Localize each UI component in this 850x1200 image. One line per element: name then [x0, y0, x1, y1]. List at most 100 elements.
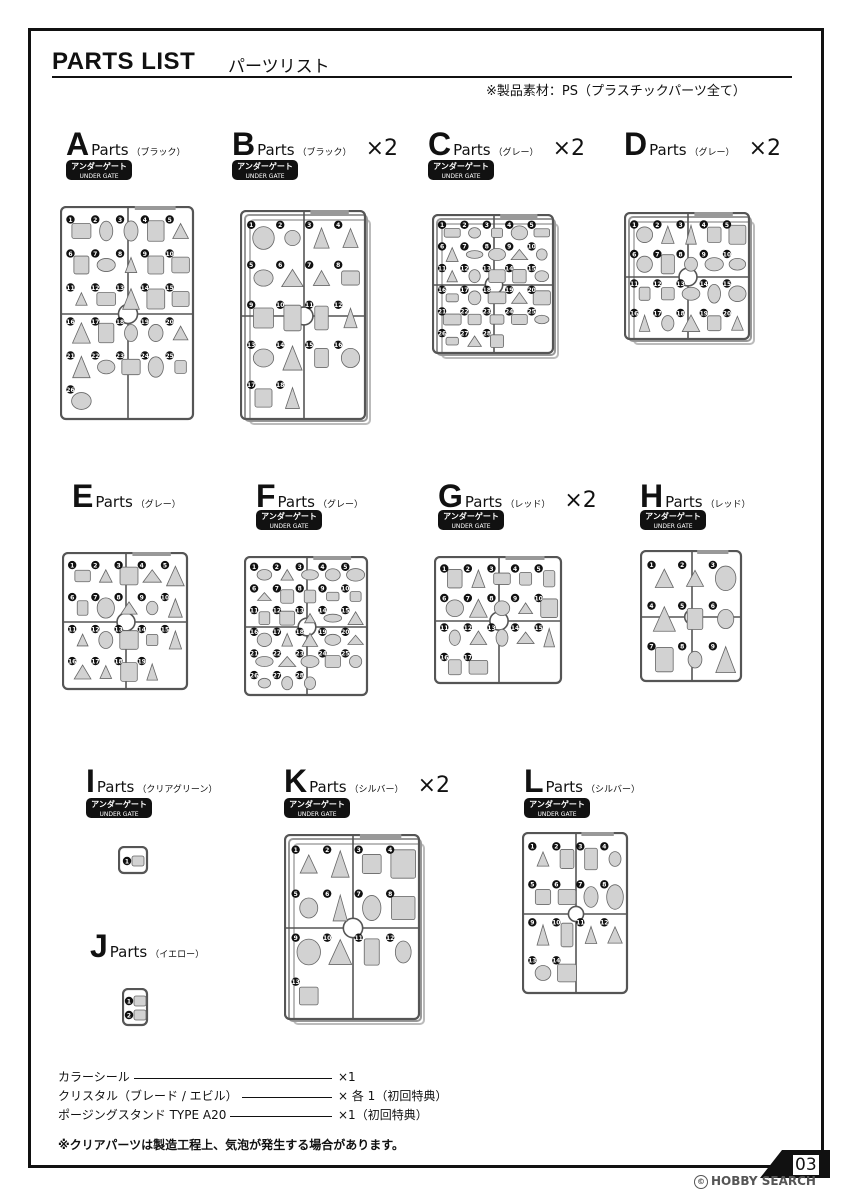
- part-number-marker: [534, 623, 543, 632]
- sprue-part: [168, 629, 183, 650]
- sprue-part: [277, 655, 297, 667]
- part-number-marker: [463, 652, 473, 662]
- sprue-part: [517, 602, 534, 615]
- part-number: 26: [438, 330, 446, 337]
- sprue-part: [584, 847, 598, 871]
- part-number-marker: [341, 584, 350, 593]
- part-number: 4: [513, 566, 517, 573]
- parts-color: （レッド）: [505, 500, 551, 510]
- parts-letter: A: [66, 126, 90, 162]
- part-number: 2: [462, 222, 466, 229]
- sprue-tag: [505, 556, 545, 560]
- part-number: 1: [440, 222, 444, 229]
- sprue-part: [707, 315, 722, 332]
- part-number: 14: [552, 958, 560, 965]
- part-number-marker: [318, 627, 327, 636]
- parts-multiplier: ×2: [564, 488, 597, 513]
- part-number: 10: [323, 935, 331, 942]
- part-number-marker: [140, 215, 150, 224]
- parts-letter: K: [284, 763, 308, 799]
- part-number-marker: [487, 593, 496, 603]
- part-number: 22: [273, 651, 281, 658]
- gate-label-jp: アンダーゲート: [261, 512, 317, 521]
- title-divider: [52, 76, 792, 78]
- sprue-part: [314, 305, 329, 331]
- sprue-part: [660, 254, 675, 275]
- sprue-part: [324, 568, 341, 582]
- part-number-marker: [272, 627, 282, 636]
- part-number: 10: [534, 595, 542, 602]
- gate-label-jp: アンダーゲート: [91, 800, 147, 809]
- sprue-part: [146, 600, 159, 616]
- part-number-marker: [140, 249, 150, 258]
- sprue-part: [730, 315, 744, 331]
- page-number: 03: [793, 1155, 819, 1175]
- sprue-part: [147, 220, 165, 242]
- part-number-marker: [247, 300, 256, 309]
- sprue-part: [489, 334, 505, 348]
- part-number: 6: [278, 262, 282, 269]
- part-number: 1: [294, 847, 298, 854]
- part-number: 11: [576, 920, 584, 927]
- part-number: 1: [442, 566, 446, 573]
- sprue-part: [298, 986, 319, 1006]
- sprue-part: [715, 565, 737, 591]
- part-number-marker: [460, 328, 469, 338]
- sprue-part: [96, 292, 116, 306]
- gate-label-en: UNDER GATE: [441, 173, 481, 180]
- part-number-marker: [528, 956, 537, 965]
- part-number-marker: [600, 880, 609, 889]
- accessory-name: クリスタル（ブレード / エビル）: [58, 1089, 238, 1103]
- part-number-marker: [460, 307, 469, 316]
- part-number: 18: [296, 629, 304, 636]
- part-number: 5: [294, 891, 298, 898]
- sprue-part: [172, 325, 189, 341]
- part-number: 11: [66, 285, 74, 292]
- sprue-frame: [240, 210, 367, 421]
- sprue-part: [71, 321, 91, 344]
- part-number-marker: [334, 300, 343, 309]
- part-number-marker: [552, 842, 561, 851]
- sprue-part: [467, 290, 482, 306]
- part-number-marker: [440, 593, 449, 603]
- part-number: 7: [462, 244, 466, 251]
- part-number-marker: [66, 317, 75, 326]
- part-number-marker: [576, 880, 585, 889]
- sprue-part: [728, 258, 747, 271]
- sprue-part: [512, 269, 527, 284]
- part-number: 8: [336, 262, 340, 269]
- gate-label-jp: アンダーゲート: [433, 162, 489, 171]
- sprue-part: [119, 630, 139, 650]
- sprue-part: [133, 995, 147, 1007]
- sprue-part: [122, 287, 140, 310]
- gate-label-jp: アンダーゲート: [289, 800, 345, 809]
- sprue-part: [543, 570, 556, 588]
- part-number: 8: [678, 251, 682, 258]
- sprue-part: [686, 608, 704, 630]
- part-number-marker: [305, 220, 314, 229]
- sprue-part: [98, 631, 114, 649]
- part-number: 21: [438, 309, 446, 316]
- part-number-marker: [354, 889, 363, 898]
- part-number: 10: [341, 586, 349, 593]
- sprue-part: [636, 255, 653, 273]
- part-number: 23: [296, 651, 304, 658]
- part-number-marker: [272, 605, 282, 615]
- part-number: 13: [114, 626, 122, 633]
- part-number-marker: [437, 263, 447, 273]
- sprue-part: [557, 963, 577, 983]
- part-number-marker: [114, 592, 123, 602]
- watermark: ©HOBBY SEARCH: [694, 1174, 816, 1189]
- part-number: 1: [530, 844, 534, 851]
- part-number-marker: [460, 242, 469, 251]
- parts-letter: F: [256, 478, 276, 514]
- part-number-marker: [272, 562, 282, 571]
- sprue-part: [715, 645, 737, 674]
- sprue-part: [638, 313, 651, 332]
